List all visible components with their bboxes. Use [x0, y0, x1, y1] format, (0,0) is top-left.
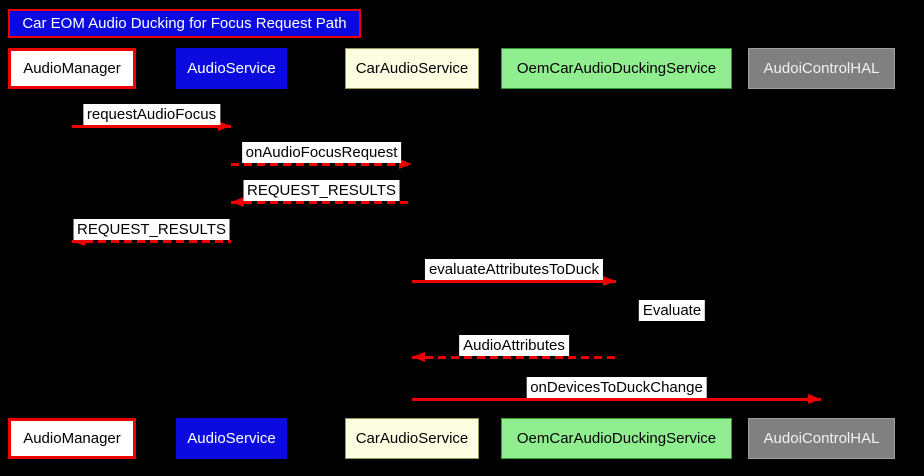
arrowhead-icon — [412, 352, 425, 362]
participant-bottom-CarAudioService: CarAudioService — [345, 418, 479, 459]
message-label: onDevicesToDuckChange — [526, 377, 707, 399]
message-label: requestAudioFocus — [82, 104, 221, 126]
participant-top-OemCarAudioDuckingService: OemCarAudioDuckingService — [501, 48, 732, 89]
participant-bottom-AudioManager: AudioManager — [8, 418, 136, 459]
arrowhead-icon — [218, 121, 231, 131]
diagram-title: Car EOM Audio Ducking for Focus Request … — [8, 9, 361, 38]
message-line-REQUEST_RESULTS — [72, 240, 231, 243]
participant-top-AudoiControlHAL: AudoiControlHAL — [748, 48, 895, 89]
participant-bottom-AudioService: AudioService — [176, 418, 287, 459]
arrowhead-icon — [231, 197, 244, 207]
message-label: AudioAttributes — [459, 335, 569, 357]
lifeline-CarAudioService — [412, 89, 413, 418]
message-label: REQUEST_RESULTS — [73, 219, 230, 241]
lifeline-OemCarAudioDuckingService — [616, 89, 617, 418]
message-label: onAudioFocusRequest — [241, 142, 402, 164]
participant-bottom-AudoiControlHAL: AudoiControlHAL — [748, 418, 895, 459]
participant-top-AudioManager: AudioManager — [8, 48, 136, 89]
participant-bottom-OemCarAudioDuckingService: OemCarAudioDuckingService — [501, 418, 732, 459]
message-line-AudioAttributes — [412, 356, 616, 359]
message-line-onAudioFocusRequest — [231, 163, 412, 166]
message-label: Evaluate — [638, 300, 706, 322]
arrowhead-icon — [399, 159, 412, 169]
lifeline-AudioService — [231, 89, 232, 418]
message-line-evaluateAttributesToDuck — [412, 280, 616, 283]
message-line-onDevicesToDuckChange — [412, 398, 821, 401]
participant-top-AudioService: AudioService — [176, 48, 287, 89]
message-label: evaluateAttributesToDuck — [424, 259, 604, 281]
arrowhead-icon — [808, 394, 821, 404]
lifeline-AudoiControlHAL — [821, 89, 822, 418]
arrowhead-icon — [72, 236, 85, 246]
message-line-requestAudioFocus — [72, 125, 231, 128]
lifeline-AudioManager — [72, 89, 73, 418]
participant-top-CarAudioService: CarAudioService — [345, 48, 479, 89]
message-line-REQUEST_RESULTS — [231, 201, 412, 204]
arrowhead-icon — [603, 276, 616, 286]
message-label: REQUEST_RESULTS — [243, 180, 400, 202]
